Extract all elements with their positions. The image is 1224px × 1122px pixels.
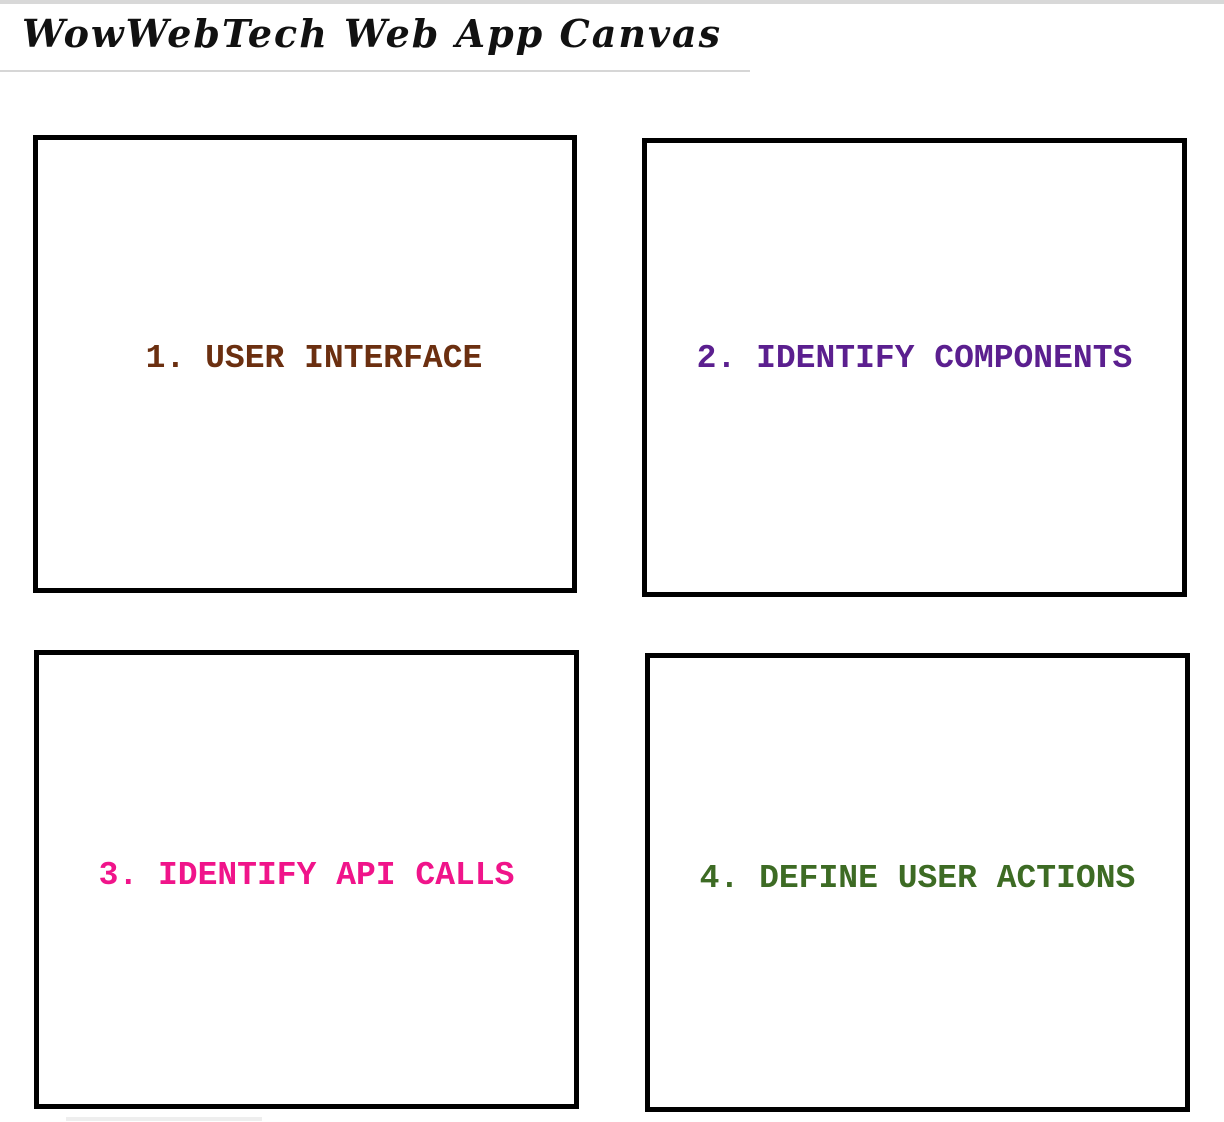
box-label-identify-api-calls: 3. IDENTIFY API CALLS — [98, 856, 515, 894]
canvas-box-identify-components[interactable]: 2. IDENTIFY COMPONENTS — [642, 138, 1187, 597]
box-label-user-interface: 1. USER INTERFACE — [145, 340, 483, 377]
canvas-box-identify-api-calls[interactable]: 3. IDENTIFY API CALLS — [34, 650, 579, 1109]
bottom-edge-shadow — [66, 1117, 262, 1121]
page-title: WowWebTech Web App Canvas — [22, 11, 723, 56]
box-label-define-user-actions: 4. DEFINE USER ACTIONS — [699, 859, 1136, 897]
window-top-border — [0, 0, 1224, 4]
title-divider — [0, 70, 750, 72]
box-label-identify-components: 2. IDENTIFY COMPONENTS — [696, 339, 1133, 377]
canvas-box-define-user-actions[interactable]: 4. DEFINE USER ACTIONS — [645, 653, 1190, 1112]
canvas-box-user-interface[interactable]: 1. USER INTERFACE — [33, 135, 577, 593]
